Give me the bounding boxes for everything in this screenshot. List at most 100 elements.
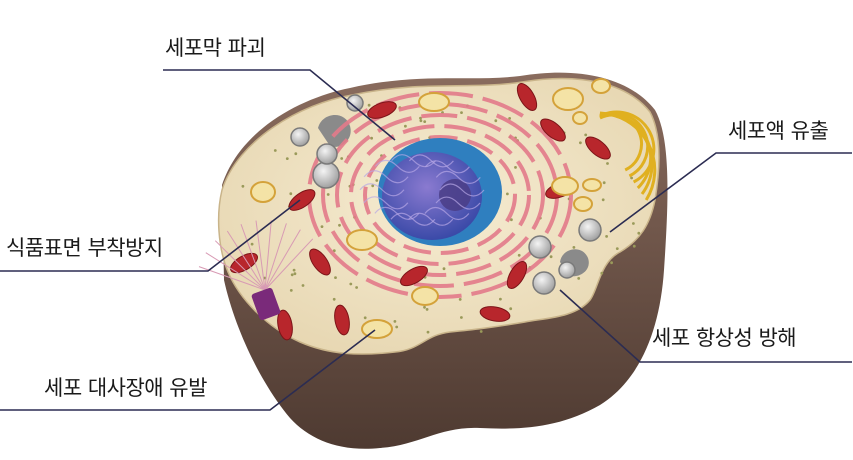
ribosome-dot [293, 272, 297, 276]
leader-line-homeostasis [559, 289, 852, 363]
vesicle [418, 92, 450, 112]
nucleolus [439, 179, 471, 211]
mitochondrion [479, 306, 511, 322]
mitochondrion [230, 252, 258, 274]
er-membrane [349, 124, 531, 266]
vesicle [411, 286, 439, 306]
vacuole [312, 161, 340, 189]
mitochondrion [585, 136, 611, 160]
ribosome-dot [632, 222, 635, 225]
ribosome-dot [499, 297, 502, 301]
ribosome-dot [338, 223, 341, 227]
ribosome-dot [404, 124, 407, 128]
er-membrane [363, 135, 517, 255]
membrane-pit [318, 114, 351, 147]
ribosome-dot [423, 305, 426, 309]
ribosome-dot [442, 267, 446, 271]
label-homeostasis-disruption: 세포 항상성 방해 [652, 326, 797, 350]
microtubule [264, 229, 301, 291]
label-food-surface-adhesion: 식품표면 부착방지 [6, 236, 163, 260]
ribosome-dot [263, 276, 267, 280]
leader-lines [0, 69, 852, 411]
ribosome-dot [572, 246, 576, 249]
ribosome-dot [273, 149, 277, 152]
ribosome-dot [355, 286, 358, 289]
ribosome-dot [549, 255, 553, 259]
mitochondrion [400, 265, 428, 287]
ribosome-dot [610, 261, 613, 265]
chromatin [408, 154, 454, 168]
microtubule [214, 240, 266, 291]
vesicle [551, 176, 579, 196]
ribosome-dot [367, 103, 371, 107]
vacuole [578, 218, 602, 242]
vacuole [532, 271, 556, 295]
mitochondrion [506, 261, 528, 289]
mitochondrion [309, 248, 331, 276]
microtubule [226, 230, 266, 291]
ribosome-dot [332, 249, 336, 253]
chromatin [374, 206, 420, 220]
ribosome-dot [285, 157, 289, 161]
vacuole [528, 235, 552, 259]
chromatin [359, 183, 405, 197]
ribosome-dot [289, 192, 293, 196]
chromatin [374, 159, 420, 173]
leader-line-adhesion [0, 199, 301, 272]
ribosome-dot [460, 316, 463, 319]
golgi-cisterna [599, 111, 657, 201]
ribosome-dot [508, 117, 511, 120]
vesicle [572, 111, 588, 125]
microtubule [264, 223, 287, 291]
ribosome-dot [370, 136, 373, 140]
ribosome-dot [425, 308, 429, 311]
ribosome-dot [517, 253, 521, 257]
mitochondrion [277, 309, 293, 341]
ribosome-dot [600, 271, 604, 275]
ribosome-dot [506, 192, 509, 196]
chromatin [363, 196, 409, 210]
ribosome-dot [510, 218, 513, 222]
microtubule [264, 238, 314, 291]
ribosome-dot [632, 244, 636, 248]
chromatin [439, 183, 485, 197]
centriole [251, 287, 281, 321]
ribosome-dot [584, 133, 588, 137]
ribosome-dot [579, 141, 582, 145]
mitochondrion [334, 304, 350, 336]
vesicle [552, 87, 584, 111]
ribosome-dot [250, 242, 254, 246]
vesicle [250, 181, 276, 203]
vacuole [558, 261, 576, 279]
ribosome-dot [606, 162, 609, 165]
mitochondrion [367, 101, 397, 119]
label-metabolism-disorder: 세포 대사장애 유발 [44, 376, 207, 400]
ribosome-dot [395, 325, 399, 329]
chromatin [435, 170, 481, 185]
vesicle [591, 78, 611, 94]
er-membrane [335, 113, 545, 277]
ribosome-dot [371, 184, 375, 188]
ribosome-dot [602, 181, 606, 185]
ribosome-dot [290, 273, 294, 277]
ribosome-dot [615, 247, 619, 251]
chromatin [424, 206, 470, 221]
vacuole [316, 143, 338, 165]
ribosome-dot [363, 316, 367, 320]
ribosome-dot [458, 298, 462, 301]
ribosome-dot [426, 330, 430, 334]
leader-line-membrane [163, 69, 396, 141]
leader-line-cytoplasm [609, 152, 852, 233]
ribosome-dot [601, 198, 605, 202]
ribosome-dot [292, 268, 296, 272]
label-cytoplasm-leak: 세포액 유출 [728, 119, 829, 143]
ribosome-dot [494, 119, 498, 123]
microtubule [264, 220, 272, 291]
vacuole [290, 127, 310, 147]
vesicle [573, 196, 593, 212]
vesicle [361, 319, 393, 339]
ribosome-dot [320, 225, 324, 229]
ribosome-dot [334, 276, 337, 279]
